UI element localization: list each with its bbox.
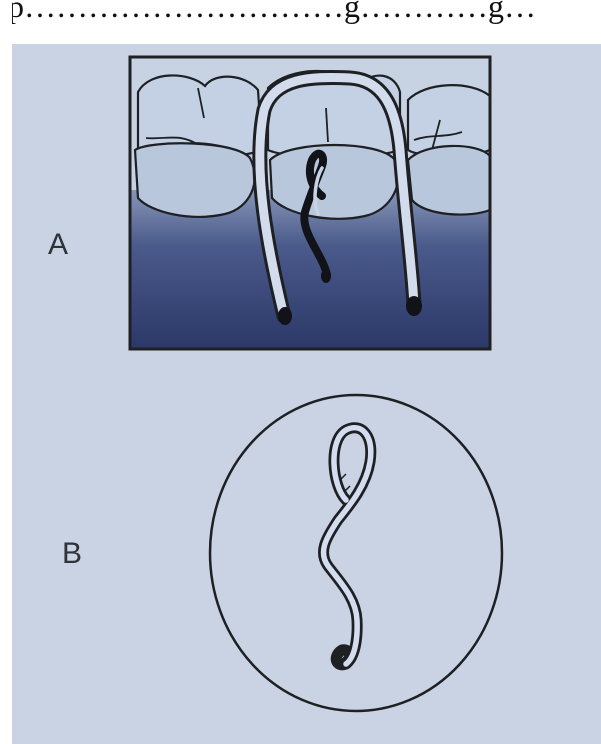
small-worm-head: [321, 269, 331, 283]
worm-head-left: [278, 307, 292, 325]
figure-b-illustration: [210, 395, 502, 711]
figure-b-circle: [210, 395, 502, 711]
worm-head-right: [406, 296, 422, 316]
hooked-worm: [323, 428, 370, 665]
figure-a-illustration: [130, 57, 490, 350]
